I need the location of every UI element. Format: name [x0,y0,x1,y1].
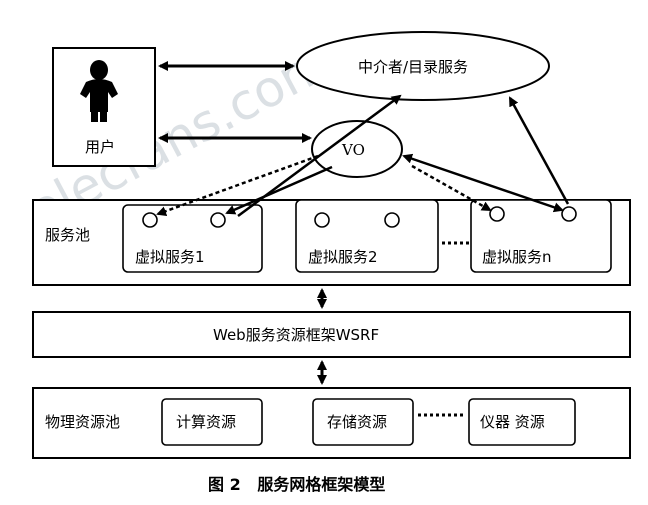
user-person-icon [80,60,118,122]
instrument-resource-label: 仪器 资源 [480,413,545,431]
service-2-port-left [314,212,330,228]
vo-label: VO [341,141,365,159]
service-n-port-right [561,206,577,222]
figure-caption: 图 2 服务网格框架模型 [208,475,385,494]
connectors [156,61,570,385]
service-2-port-right [384,212,400,228]
wsrf-layer: Web服务资源框架WSRF [32,311,631,358]
wsrf-label: Web服务资源框架WSRF [213,326,379,344]
arrow-vo-servicen-right [402,153,564,213]
service-n-port-left [489,206,505,222]
broker-label: 中介者/目录服务 [358,58,468,76]
arrow-broker-servicen [508,96,570,205]
physical-pool-label: 物理资源池 [45,413,120,431]
dashed-arrow-vo-servicen-left [411,164,492,212]
instrument-resource-box [468,398,576,446]
storage-resource-label: 存储资源 [327,413,387,431]
vo-node: VO [311,120,403,178]
user-node: 用户 [52,47,156,167]
broker-node: 中介者/目录服务 [296,31,550,101]
virtual-service-1-box [122,204,263,273]
compute-resource-label: 计算资源 [176,413,236,431]
arrow-vo-service1-right [225,165,333,215]
service-1-port-left [142,212,158,228]
storage-resource-box [312,398,414,446]
physical-pool: 物理资源池 计算资源 存储资源 仪器 资源 [32,387,631,459]
compute-resource-box [161,398,263,446]
virtual-service-2-label: 虚拟服务2 [308,248,378,266]
wsrf-box [32,311,631,358]
dashed-arrow-vo-service1-left [156,154,319,216]
virtual-service-n-label: 虚拟服务n [482,248,552,266]
service-pool-label: 服务池 [45,226,90,244]
vo-ellipse [311,120,403,178]
virtual-service-1-label: 虚拟服务1 [135,248,205,266]
service-pool: 服务池 虚拟服务1 虚拟服务2 虚拟服务n [32,199,631,286]
virtual-service-2-box [295,199,439,273]
broker-ellipse [296,31,550,101]
user-label: 用户 [85,138,115,156]
service-1-port-right [210,212,226,228]
